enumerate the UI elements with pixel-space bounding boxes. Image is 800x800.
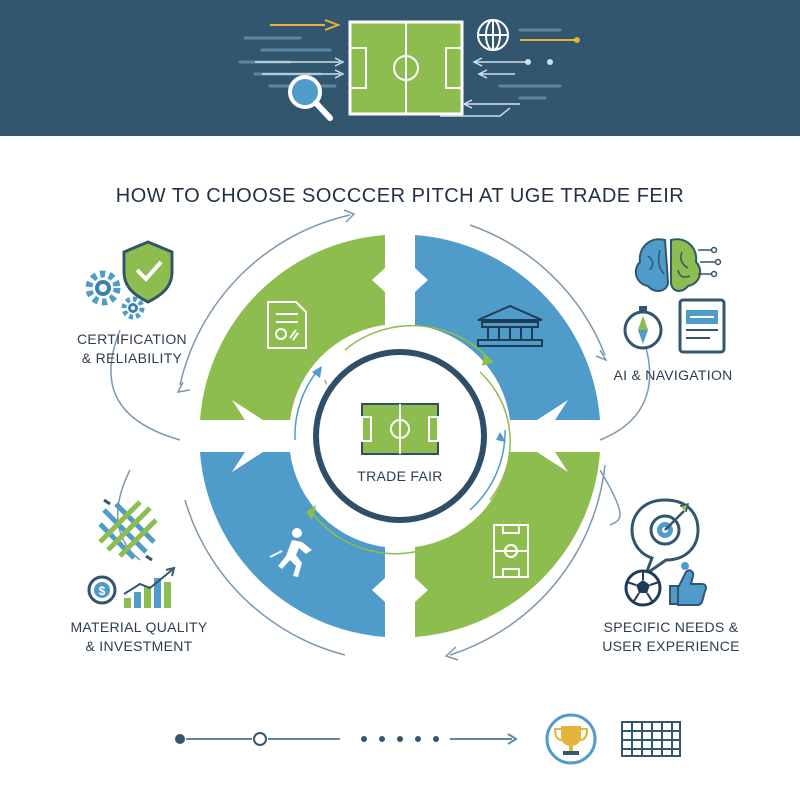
soccer-goal-icon <box>621 721 681 757</box>
runner-icon <box>269 528 312 577</box>
globe-icon <box>477 19 509 51</box>
progress-track <box>175 732 518 746</box>
segment-label-certification: CERTIFICATION & RELIABILITY <box>52 330 212 368</box>
trophy-icon <box>545 713 597 765</box>
segment-label-ai-navigation: AI & NAVIGATION <box>598 366 748 385</box>
growth-chart-icon <box>123 566 176 608</box>
soccer-ball-icon <box>624 569 662 607</box>
segment-label-line: & RELIABILITY <box>81 350 183 366</box>
center-hub <box>310 346 490 526</box>
small-field-icon <box>493 524 529 578</box>
header-banner <box>0 0 800 136</box>
gear-icon <box>85 270 145 320</box>
compass-icon <box>623 306 663 350</box>
segment-label-line: AI & NAVIGATION <box>613 367 733 383</box>
building-icon <box>477 304 543 347</box>
tablet-icon <box>678 298 726 354</box>
target-bubble-icon <box>630 498 700 579</box>
thumbs-up-icon <box>669 562 707 606</box>
banner-illustration <box>238 19 580 121</box>
segment-label-specific-needs: SPECIFIC NEEDS & USER EXPERIENCE <box>586 618 756 656</box>
dollar-coin-icon: $ <box>87 575 117 605</box>
segment-label-line: MATERIAL QUALITY <box>70 619 208 635</box>
quadrant-top-left <box>200 235 385 420</box>
center-label: TRADE FAIR <box>357 468 443 484</box>
quadrant-bottom-right <box>415 452 600 637</box>
segment-label-line: CERTIFICATION <box>77 331 187 347</box>
banner-field-icon <box>348 20 464 116</box>
segment-label-line: USER EXPERIENCE <box>602 638 740 654</box>
certificate-document-icon <box>267 301 307 349</box>
segment-label-material-quality: MATERIAL QUALITY & INVESTMENT <box>54 618 224 656</box>
turf-weave-icon <box>98 498 158 562</box>
svg-text:$: $ <box>99 584 106 598</box>
shield-check-icon <box>122 240 174 304</box>
magnifier-icon <box>288 75 333 121</box>
segment-label-line: & INVESTMENT <box>85 638 193 654</box>
brain-circuit-icon <box>634 238 722 292</box>
segment-label-line: SPECIFIC NEEDS & <box>603 619 739 635</box>
page-title: HOW TO CHOOSE SOCCCER PITCH AT UGE TRADE… <box>115 185 685 208</box>
